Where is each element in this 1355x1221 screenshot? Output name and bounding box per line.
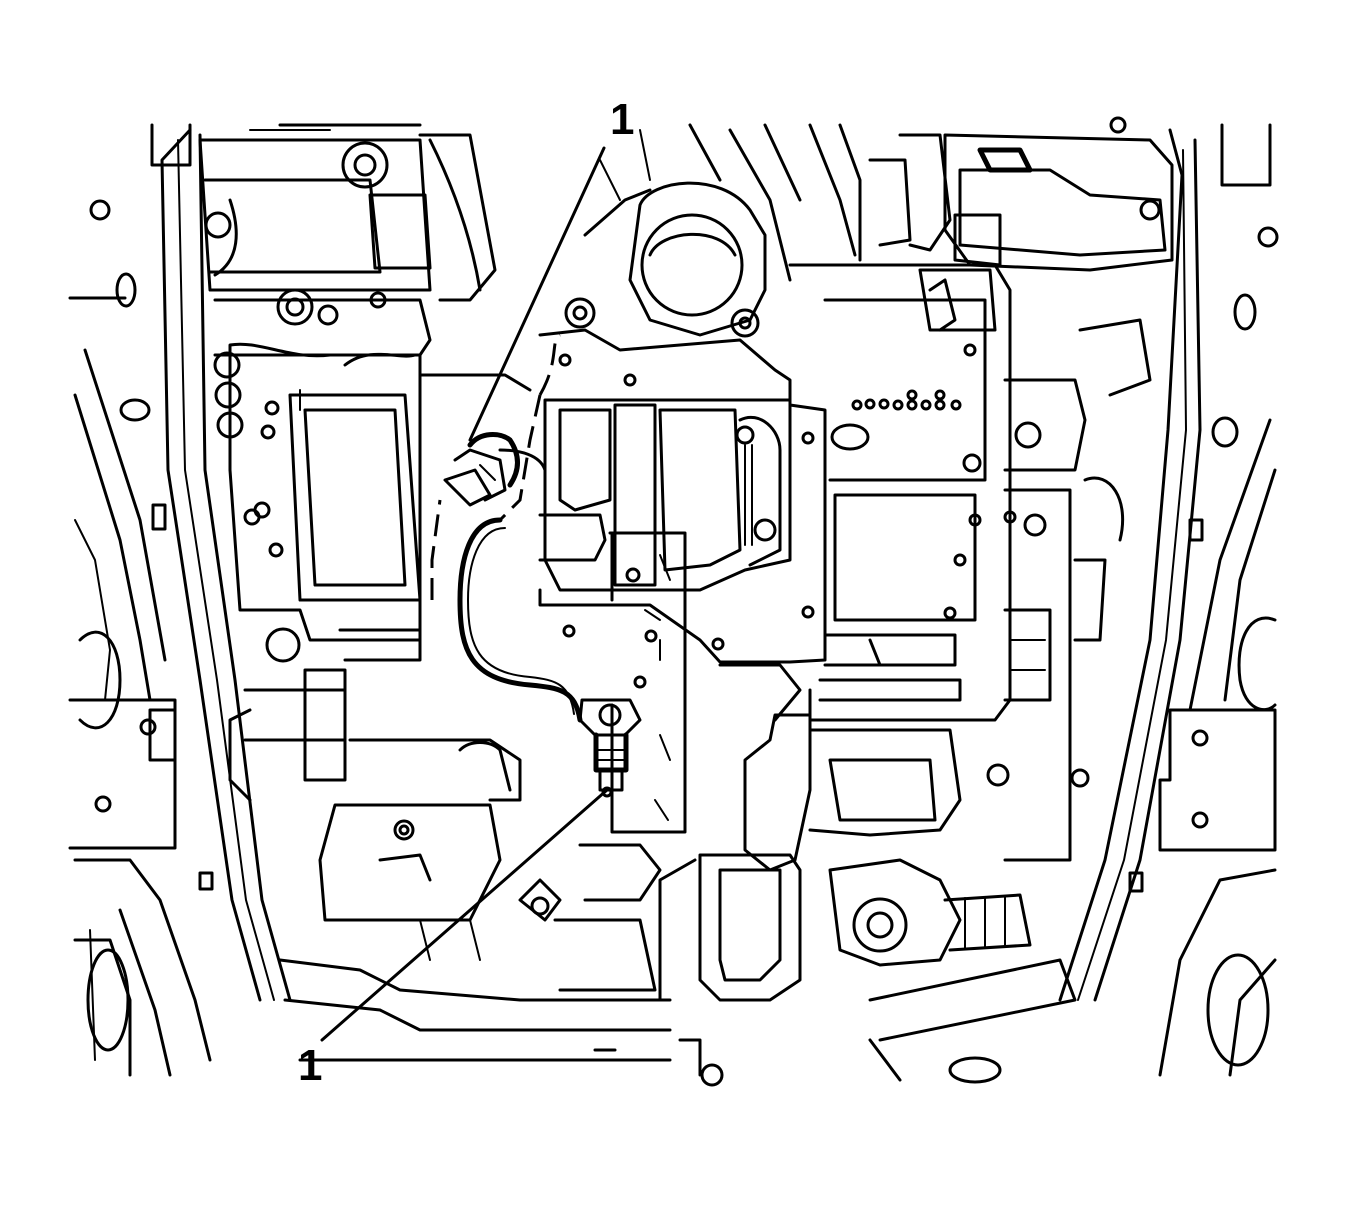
right-upper-components xyxy=(868,116,1174,332)
left-transmission-pan xyxy=(213,342,422,802)
left-upper-components xyxy=(198,123,497,357)
left-frame-rail xyxy=(68,123,292,1077)
callout-label-upper: 1 xyxy=(610,95,634,144)
right-transmission-body xyxy=(788,263,1152,862)
leader-lines xyxy=(320,146,609,1042)
lower-left-components xyxy=(278,738,672,1062)
crossmember-plate xyxy=(418,328,827,722)
leader-line-upper xyxy=(468,146,606,442)
lower-center-components xyxy=(658,713,1077,1087)
oil-filter-assembly xyxy=(564,123,862,338)
callout-label-lower: 1 xyxy=(298,1041,322,1090)
lower-sensor xyxy=(578,698,642,798)
leader-line-lower xyxy=(320,788,609,1042)
bolt-row xyxy=(851,389,962,411)
upper-sensor-connector xyxy=(443,432,547,507)
right-frame-rail xyxy=(1058,123,1279,1077)
sensor-wiring-harness xyxy=(430,333,687,830)
oil-pan xyxy=(538,398,792,592)
